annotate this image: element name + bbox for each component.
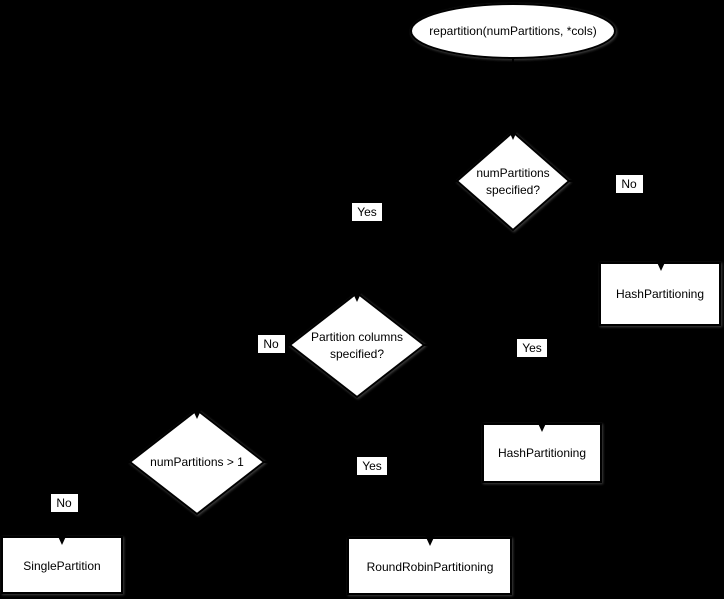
- result-roundrobinpartitioning: [347, 537, 512, 595]
- arrowhead-icon: [351, 289, 363, 302]
- decision-numpartitions-gt-1-label: numPartitions > 1: [150, 455, 244, 469]
- edge-label-chip: [616, 175, 643, 193]
- edge-label-yes-1: Yes: [357, 205, 377, 219]
- arrowhead-icon: [424, 533, 436, 546]
- edge-label-yes-2: Yes: [522, 341, 542, 355]
- edge-yes-to-roundrobinpartitioning: [264, 461, 431, 534]
- result-hashpartitioning-middle: [482, 423, 602, 483]
- edges-layer: [56, 58, 667, 546]
- start-node-label: repartition(numPartitions, *cols): [429, 24, 596, 38]
- edge-label-chip: [517, 339, 547, 357]
- arrowhead-icon: [507, 127, 519, 140]
- edge-label-chip: [258, 335, 285, 353]
- edge-label-no-2: No: [263, 337, 279, 351]
- nodes-layer: [1, 3, 721, 595]
- decision-partition-columns-label-line1: Partition columns: [311, 330, 403, 344]
- arrowhead-icon: [191, 406, 203, 419]
- result-singlepartition: [1, 536, 123, 594]
- edge-yes-to-partition-columns: [356, 180, 457, 290]
- arrowhead-icon: [655, 258, 667, 271]
- arrowhead-icon: [536, 419, 548, 432]
- result-singlepartition-label: SinglePartition: [23, 559, 100, 573]
- edge-label-chip: [51, 494, 78, 512]
- result-hashpartitioning-middle-label: HashPartitioning: [498, 446, 586, 460]
- result-hashpartitioning-right-label: HashPartitioning: [616, 287, 704, 301]
- node-labels-layer: repartition(numPartitions, *cols) numPar…: [23, 24, 704, 574]
- edge-labels-layer: Yes No No Yes No Yes: [51, 175, 643, 512]
- edge-label-no-3: No: [56, 496, 72, 510]
- decision-numpartitions-label-line2: specified?: [486, 183, 540, 197]
- edge-label-no-1: No: [621, 177, 637, 191]
- edge-label-chip: [357, 457, 387, 475]
- decision-numpartitions-specified: [455, 130, 571, 232]
- decision-numpartitions-label-line1: numPartitions: [476, 166, 549, 180]
- decision-partition-columns-specified: [288, 291, 426, 399]
- edge-label-chip: [352, 203, 382, 221]
- edge-no-to-hashpartitioning-right: [569, 180, 662, 259]
- edge-label-yes-3: Yes: [362, 459, 382, 473]
- result-hashpartitioning-right: [599, 262, 721, 326]
- arrowhead-icon: [56, 532, 68, 545]
- result-roundrobinpartitioning-label: RoundRobinPartitioning: [367, 560, 494, 574]
- decision-numpartitions-gt-1: [128, 408, 266, 516]
- decision-partition-columns-label-line2: specified?: [330, 347, 384, 361]
